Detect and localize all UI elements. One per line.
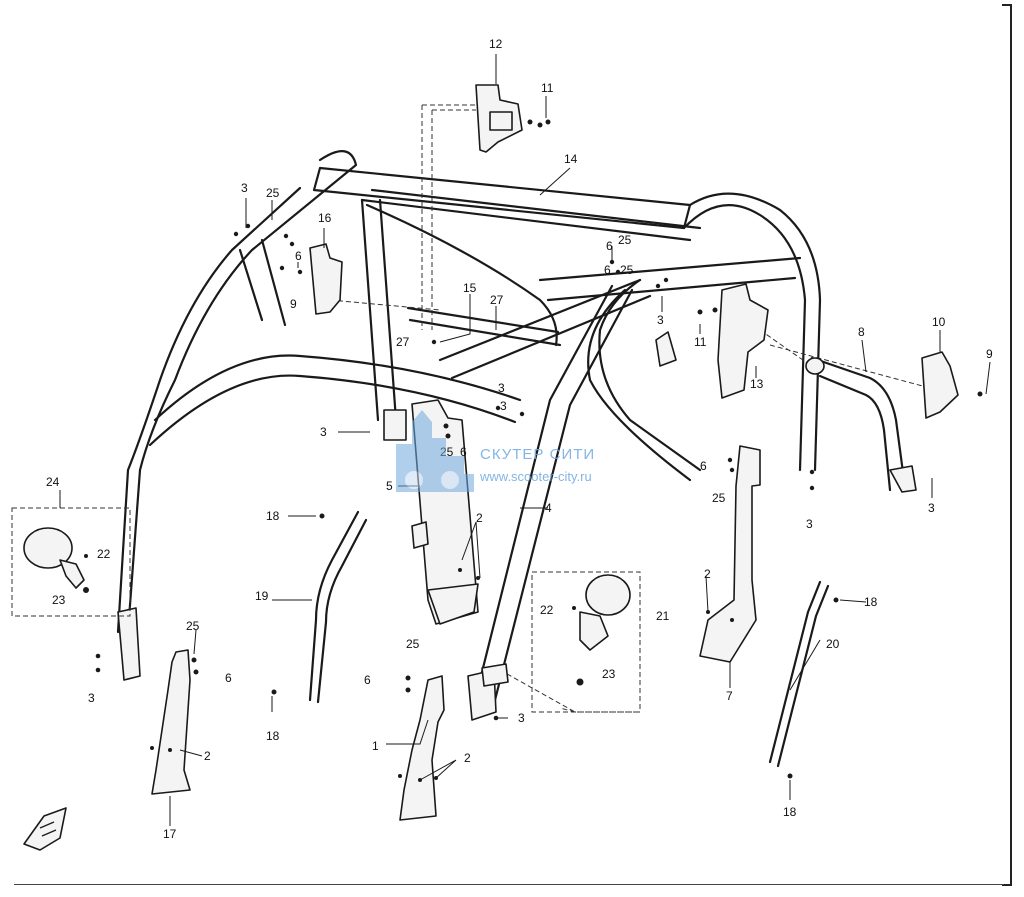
callout-2: 2: [476, 511, 483, 525]
callout-2: 2: [464, 751, 471, 765]
leader-lines: [59, 54, 991, 826]
callout-14: 14: [564, 152, 578, 166]
watermark-url: www.scooter-city.ru: [480, 469, 592, 484]
callout-19: 19: [255, 589, 269, 603]
mirror-assembly-24: [11, 507, 131, 617]
callout-20: 20: [826, 637, 840, 651]
callout-22: 22: [97, 547, 111, 561]
callout-21: 21: [656, 609, 670, 623]
callout-3: 3: [241, 181, 248, 195]
page-bottom-rule: [14, 884, 1004, 885]
watermark-brand: СКУТЕР СИТИ: [480, 446, 596, 463]
callout-15: 15: [463, 281, 477, 295]
callout-2: 2: [204, 749, 211, 763]
callout-11: 11: [694, 335, 707, 349]
callout-6: 6: [295, 249, 302, 263]
callout-3: 3: [500, 399, 507, 413]
callout-8: 8: [858, 325, 865, 339]
callout-3: 3: [88, 691, 95, 705]
callout-24: 24: [46, 475, 60, 489]
front-hoop: [116, 150, 522, 634]
diagonal-brace-15: [365, 203, 652, 702]
callout-25: 25: [186, 619, 200, 633]
callout-22: 22: [540, 603, 554, 617]
callout-labels: 12 11 14 3 25 16 6 9 6 25 15 27 27 3 11 …: [46, 37, 993, 841]
callout-3: 3: [518, 711, 525, 725]
callout-4: 4: [545, 501, 552, 515]
callout-9: 9: [986, 347, 993, 361]
callout-1: 1: [372, 739, 379, 753]
bracket-10-arm-8: [805, 351, 983, 493]
callout-3: 3: [806, 517, 813, 531]
callout-11: 11: [541, 81, 554, 95]
callout-6: 6: [225, 671, 232, 685]
callout-9: 9: [290, 297, 297, 311]
callout-2: 2: [704, 567, 711, 581]
callout-25: 25: [406, 637, 420, 651]
callout-5: 5: [386, 479, 393, 493]
callout-13: 13: [750, 377, 764, 391]
callout-3: 3: [928, 501, 935, 515]
callout-6: 6: [606, 239, 613, 253]
mirror-assembly-21: [531, 571, 641, 713]
page-frame-bracket: [1002, 4, 1012, 886]
callout-27: 27: [490, 293, 504, 307]
assembly-guides: [329, 104, 931, 713]
upright-1: [399, 663, 509, 821]
callout-18: 18: [783, 805, 797, 819]
callout-3: 3: [498, 381, 505, 395]
callout-7: 7: [726, 689, 733, 703]
callout-3: 3: [320, 425, 327, 439]
callout-25: 25: [618, 233, 632, 247]
callout-6: 6: [364, 673, 371, 687]
fastener-clusters: [150, 223, 734, 782]
callout-18: 18: [864, 595, 878, 609]
grab-bar-20: [768, 580, 839, 779]
callout-18: 18: [266, 509, 280, 523]
callout-16: 16: [318, 211, 332, 225]
bracket-16: [279, 243, 343, 315]
callout-25: 25: [620, 263, 634, 277]
callout-10: 10: [932, 315, 946, 329]
watermark-logo-icon: [396, 410, 474, 492]
grab-bar-19: [271, 510, 429, 704]
bracket-13: [655, 283, 769, 399]
callout-17: 17: [163, 827, 177, 841]
callout-25: 25: [266, 186, 280, 200]
roof-tube-14: [312, 166, 702, 242]
callout-6: 6: [460, 445, 467, 459]
callout-23: 23: [52, 593, 66, 607]
rear-hoop: [538, 192, 822, 482]
upright-17: [95, 607, 199, 795]
callout-6: 6: [604, 263, 611, 277]
callout-6: 6: [700, 459, 707, 473]
callout-23: 23: [602, 667, 616, 681]
bracket-12: [475, 84, 551, 153]
upright-7: [699, 445, 815, 663]
callout-27: 27: [396, 335, 410, 349]
front-arrow-icon: [23, 807, 67, 851]
callout-3: 3: [657, 313, 664, 327]
callout-25: 25: [712, 491, 726, 505]
callout-18: 18: [266, 729, 280, 743]
callout-12: 12: [489, 37, 503, 51]
